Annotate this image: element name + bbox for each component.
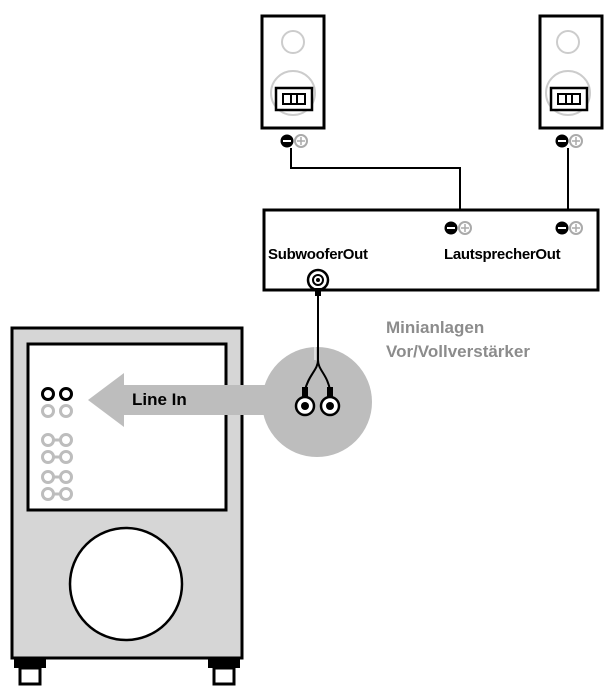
amp-label-line1: Minianlagen — [386, 318, 485, 337]
y-cable — [304, 288, 331, 391]
cable-highlight-circle — [262, 347, 372, 457]
line-in-label: Line In — [132, 390, 187, 409]
right-speaker-terminals — [555, 134, 583, 148]
subwoofer-feet — [14, 658, 240, 686]
rca-plugs — [294, 387, 341, 417]
other-input-jacks — [41, 404, 73, 501]
subwoofer-out-label: SubwooferOut — [268, 246, 368, 263]
left-speaker-wire — [290, 148, 461, 222]
subwoofer-out-jack — [306, 268, 330, 292]
amp-label-line2: Vor/Vollverstärker — [386, 342, 530, 361]
left-speaker-terminals — [280, 134, 308, 148]
amp-speaker-terminals — [444, 221, 583, 235]
line-in-arrow — [88, 373, 265, 427]
line-in-jacks — [41, 387, 73, 401]
right-speaker — [538, 14, 604, 130]
lautsprecher-out-label: LautsprecherOut — [444, 246, 561, 263]
left-speaker — [260, 14, 326, 130]
